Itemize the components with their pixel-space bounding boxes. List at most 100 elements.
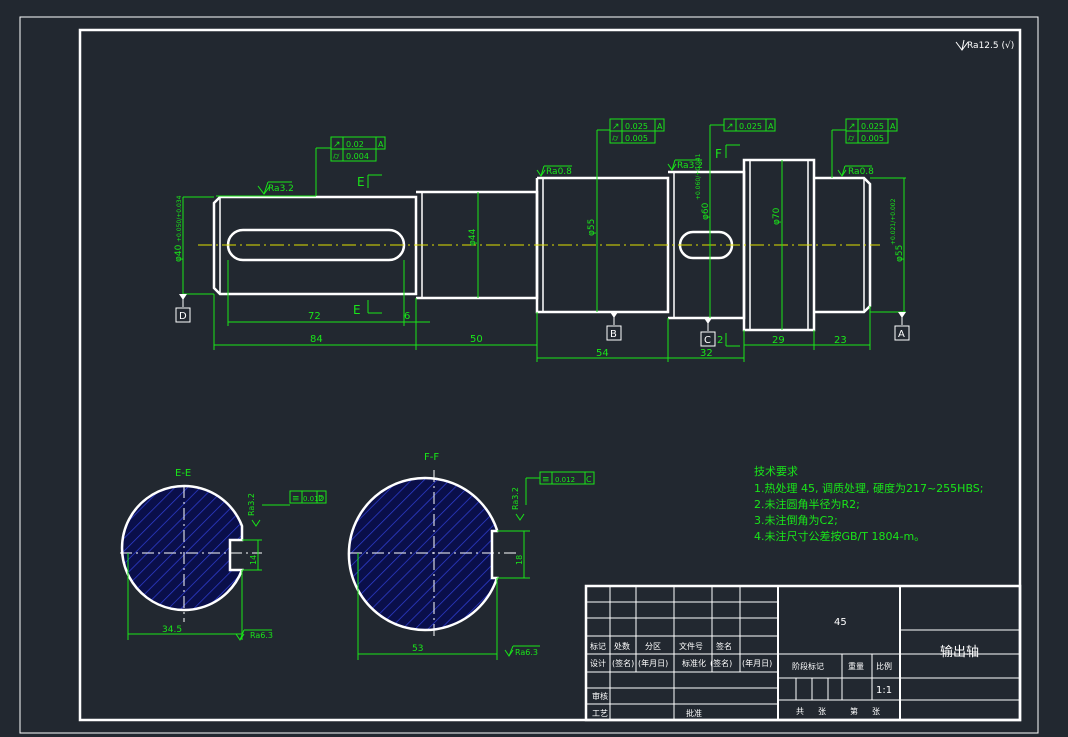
datum-b: B	[610, 329, 617, 340]
shaft-seg-55a	[535, 176, 670, 314]
tb-chushu: 处数	[614, 641, 630, 651]
dim-54: 54	[596, 348, 609, 359]
tb-bili: 比例	[876, 661, 892, 671]
outer-frame	[19, 16, 1039, 734]
tb-shenhe: 审核	[592, 691, 608, 701]
ee-fcf-sym: ≡	[292, 494, 300, 504]
tb-qianming: 签名	[716, 641, 732, 651]
fcf4-sym1: ↗	[848, 122, 856, 132]
tb-gongyi: 工艺	[592, 709, 608, 718]
section-ee-title: E-E	[175, 468, 191, 479]
tech-line-3: 3.未注倒角为C2;	[754, 513, 838, 527]
section-ff: F-F 53 18 Ra3.2 ≡ 0.012 C Ra6.3	[347, 452, 595, 660]
fcf1-sym2: ⌭	[333, 152, 340, 162]
fcf4-sym2: ⌭	[848, 134, 855, 144]
tb-wenjian: 文件号	[679, 641, 703, 651]
ff-height: 18	[515, 555, 524, 565]
section-e-top: E	[357, 175, 365, 189]
roughness-r3: Ra3.2	[677, 161, 703, 171]
dim-72: 72	[308, 311, 321, 322]
dim-23: 23	[834, 335, 847, 346]
global-roughness: Ra12.5 (√)	[955, 39, 1014, 51]
dim-phi55b: φ55	[895, 245, 905, 262]
fcf2-ref1: A	[657, 122, 663, 131]
roughness-symbols: Ra3.2 Ra0.8 Ra3.2 Ra0.8	[216, 159, 874, 197]
roughness-r2: Ra0.8	[546, 167, 572, 177]
tb-zhongliang: 重量	[848, 661, 864, 671]
fcf1-sym1: ↗	[333, 140, 341, 150]
dim-phi60-tol: +0.060/+0.041	[695, 153, 702, 200]
datums: D B C A	[175, 294, 910, 347]
tb-date2: (年月日)	[742, 658, 772, 668]
fcf-2: ↗ 0.025 A ⌭ 0.005	[596, 118, 665, 178]
fcf-3: ↗ 0.025 A	[709, 118, 776, 172]
tb-zhang1: 张	[818, 707, 826, 716]
dim-2: 2	[717, 335, 723, 346]
tech-title: 技术要求	[754, 465, 798, 478]
tb-jieduan: 阶段标记	[792, 661, 824, 671]
ff-roughness-bottom: Ra6.3	[515, 648, 538, 657]
dim-phi55a: φ55	[587, 219, 597, 236]
tb-sig1: (签名)	[612, 658, 634, 668]
dim-6: 6	[404, 311, 410, 322]
dim-phi70: φ70	[772, 207, 782, 225]
tb-scale: 1:1	[876, 685, 892, 696]
dimensions: φ40 +0.050/+0.034 φ44 φ55 φ60 +0.060/+0.…	[174, 153, 906, 362]
ff-fcf-ref: C	[586, 475, 592, 484]
tech-line-1: 1.热处理 45, 调质处理, 硬度为217~255HBS;	[754, 481, 984, 495]
tb-gong: 共	[796, 707, 804, 716]
fcf2-sym1: ↗	[612, 122, 620, 132]
fcf1-val2: 0.004	[346, 152, 369, 161]
tech-line-4: 4.未注尺寸公差按GB/T 1804-m。	[754, 529, 925, 543]
dim-phi60: φ60	[701, 202, 711, 220]
ff-width: 53	[412, 644, 423, 654]
fcf-1: ↗ 0.02 A ⌭ 0.004	[315, 136, 386, 196]
fcf2-val1: 0.025	[625, 122, 648, 131]
tech-requirements: 技术要求 1.热处理 45, 调质处理, 硬度为217~255HBS; 2.未注…	[754, 465, 984, 543]
roughness-r1: Ra3.2	[268, 184, 294, 194]
fcf3-ref1: A	[768, 122, 774, 131]
fcf3-sym1: ↗	[726, 122, 734, 132]
section-ee: E-E 34.5 14 Ra3.2 ≡ 0.012 D Ra6.3	[120, 468, 327, 641]
section-f-top: F	[715, 147, 722, 161]
fcf1-ref1: A	[378, 140, 384, 149]
shaft-main-view	[198, 158, 880, 332]
tb-material: 45	[834, 617, 847, 628]
tb-zhang2: 张	[872, 707, 880, 716]
dim-phi40: φ40	[174, 244, 184, 262]
ff-fcf-sym: ≡	[542, 475, 550, 485]
dim-phi44: φ44	[468, 228, 478, 246]
ee-fcf-val: 0.012	[303, 495, 323, 503]
ff-fcf-val: 0.012	[555, 476, 575, 484]
ee-width: 34.5	[162, 625, 182, 635]
ee-roughness-bottom: Ra6.3	[250, 631, 273, 640]
ff-roughness-side: Ra3.2	[511, 487, 520, 510]
section-markers: E E F	[353, 144, 740, 347]
tb-biaoji: 标记	[590, 641, 606, 651]
dim-phi40-tol: +0.050/+0.034	[176, 195, 183, 242]
tb-sig2: (签名)	[710, 658, 732, 668]
tech-line-2: 2.未注圆角半径为R2;	[754, 497, 860, 511]
section-e-bottom: E	[353, 303, 361, 317]
tb-pizhun: 批准	[686, 708, 702, 718]
tb-sheji: 设计	[590, 658, 606, 668]
fcf3-val1: 0.025	[739, 122, 762, 131]
dim-50: 50	[470, 334, 483, 345]
inner-frame	[78, 28, 1022, 722]
tb-fenqu: 分区	[645, 642, 661, 651]
ee-roughness-side: Ra3.2	[247, 493, 256, 516]
tb-biaozhun: 标准化	[682, 658, 706, 668]
fcf4-ref1: A	[890, 122, 896, 131]
dim-29: 29	[772, 335, 785, 346]
tb-part-name: 输出轴	[940, 644, 979, 660]
fcf2-val2: 0.005	[625, 134, 648, 143]
fcf4-val2: 0.005	[861, 134, 884, 143]
fcf1-val1: 0.02	[346, 140, 364, 149]
datum-d: D	[179, 311, 187, 322]
fcf-4: ↗ 0.025 A ⌭ 0.005	[831, 118, 898, 178]
tb-di: 第	[850, 706, 858, 716]
ee-height: 14	[249, 555, 258, 565]
datum-c: C	[704, 335, 711, 346]
datum-a: A	[898, 329, 905, 340]
